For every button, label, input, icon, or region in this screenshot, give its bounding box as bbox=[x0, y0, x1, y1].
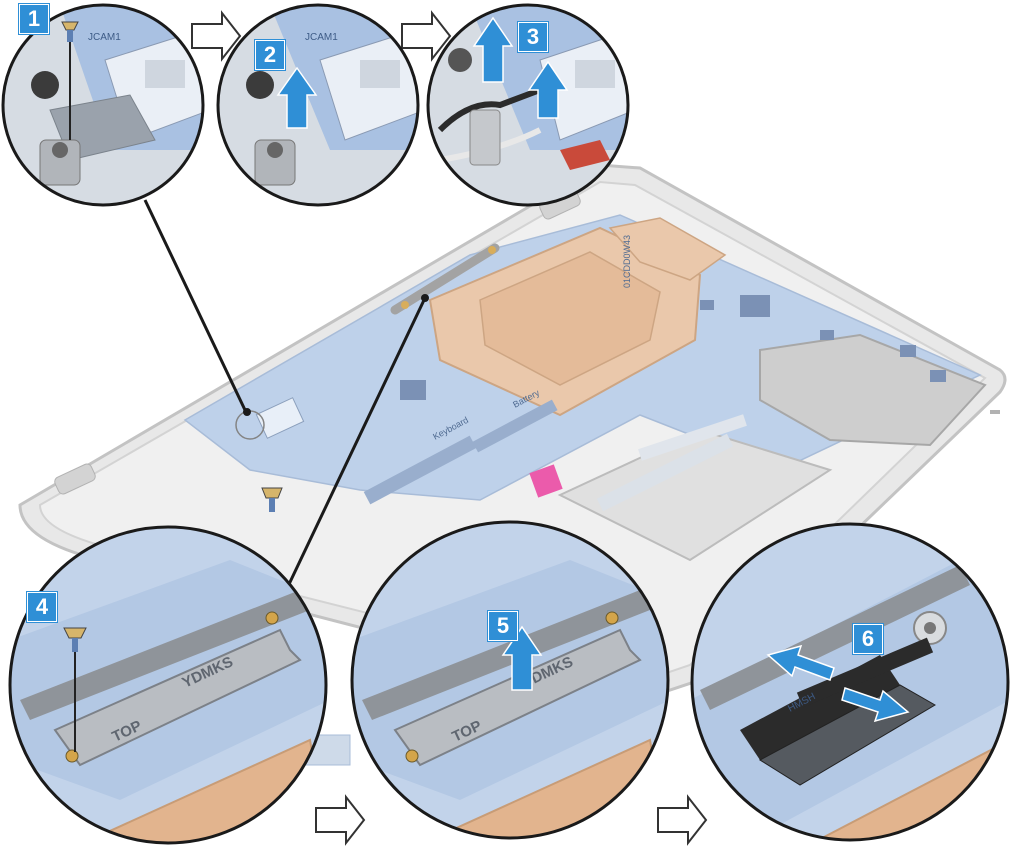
standoff bbox=[39, 139, 81, 186]
screw-icon bbox=[61, 21, 79, 31]
callout-circle-3 bbox=[426, 3, 630, 207]
card-label bbox=[145, 60, 185, 88]
circle-border bbox=[216, 3, 420, 207]
keyboard-connector bbox=[363, 435, 477, 505]
screw-thread bbox=[67, 30, 73, 42]
antenna-cable-black bbox=[437, 87, 542, 133]
screw-hole bbox=[488, 246, 496, 254]
standoff bbox=[469, 109, 501, 166]
screw-hole-right bbox=[605, 611, 619, 625]
callout-circle-6: HMSH bbox=[690, 522, 1010, 842]
screw-hole bbox=[401, 301, 409, 309]
cable-clip bbox=[246, 71, 274, 99]
bracket-edge bbox=[20, 590, 310, 720]
cable-clip bbox=[31, 71, 59, 99]
pull-arrow-icon bbox=[766, 644, 835, 681]
pull-arrow-icon bbox=[841, 687, 910, 723]
cable-clip bbox=[448, 48, 472, 72]
ribbon-cable bbox=[596, 433, 734, 512]
leader-line-step1 bbox=[143, 199, 247, 411]
leader-dot bbox=[421, 294, 429, 302]
circle-border bbox=[350, 520, 670, 840]
step-badge-5: 5 bbox=[488, 611, 518, 641]
screw-hole-left bbox=[405, 749, 419, 763]
red-connector bbox=[560, 140, 610, 170]
screw-thread bbox=[72, 638, 78, 652]
copper-plate bbox=[479, 251, 661, 386]
card-label bbox=[575, 60, 615, 88]
callout-circle-5: YDMKS TOP bbox=[350, 520, 670, 840]
flow-arrow-4-5 bbox=[315, 794, 366, 846]
pink-connector bbox=[529, 464, 563, 498]
circle-border bbox=[1, 3, 205, 207]
battery-connector bbox=[472, 399, 558, 453]
screw-icon bbox=[63, 627, 87, 639]
silk-jcam: JCAM1 bbox=[305, 32, 338, 43]
lift-arrow-icon bbox=[501, 625, 543, 691]
callout-circle-4: YDMKS TOP bbox=[8, 525, 328, 845]
circle-border bbox=[8, 525, 328, 845]
board-label-pcb-id: 01CDD0W43 bbox=[622, 235, 632, 288]
wlan-card bbox=[255, 397, 305, 439]
step-badge-6: 6 bbox=[853, 624, 883, 654]
speaker-area bbox=[759, 333, 987, 447]
flow-arrow-1-2 bbox=[191, 10, 242, 62]
silk-jcam: JCAM1 bbox=[88, 32, 121, 43]
callout-circle-2: JCAM1 bbox=[216, 3, 420, 207]
leader-line-step4 bbox=[270, 297, 427, 621]
lift-arrow-icon bbox=[276, 66, 318, 129]
ribbon-cable bbox=[638, 414, 747, 461]
port bbox=[990, 410, 1000, 414]
step-badge-3: 3 bbox=[518, 22, 548, 52]
step-badge-1: 1 bbox=[19, 4, 49, 34]
card-label bbox=[360, 60, 400, 88]
hinge bbox=[54, 463, 96, 495]
screw-hole-right bbox=[265, 611, 279, 625]
small-shield bbox=[608, 217, 727, 281]
leader-dot bbox=[243, 408, 251, 416]
screw-hole bbox=[52, 142, 68, 158]
flow-arrow-5-6 bbox=[657, 794, 708, 846]
disconnect-arrow-icon bbox=[472, 16, 514, 83]
callout-circle-1: JCAM1 bbox=[1, 3, 205, 207]
step-badge-4: 4 bbox=[27, 592, 57, 622]
display-cable-tail bbox=[796, 637, 934, 708]
screw-icon bbox=[261, 487, 283, 512]
standoff bbox=[254, 139, 296, 186]
circle-border bbox=[426, 3, 630, 207]
flow-arrow-2-3 bbox=[401, 10, 452, 62]
board-components bbox=[400, 295, 946, 400]
screw-hole bbox=[924, 622, 936, 634]
disconnect-arrow-icon bbox=[527, 60, 569, 119]
board-edge bbox=[700, 565, 970, 710]
screw-hole bbox=[267, 142, 283, 158]
screw-hole-left bbox=[65, 749, 79, 763]
circle-border bbox=[690, 522, 1010, 842]
step-badge-2: 2 bbox=[255, 40, 285, 70]
cable-bracket bbox=[390, 243, 500, 315]
